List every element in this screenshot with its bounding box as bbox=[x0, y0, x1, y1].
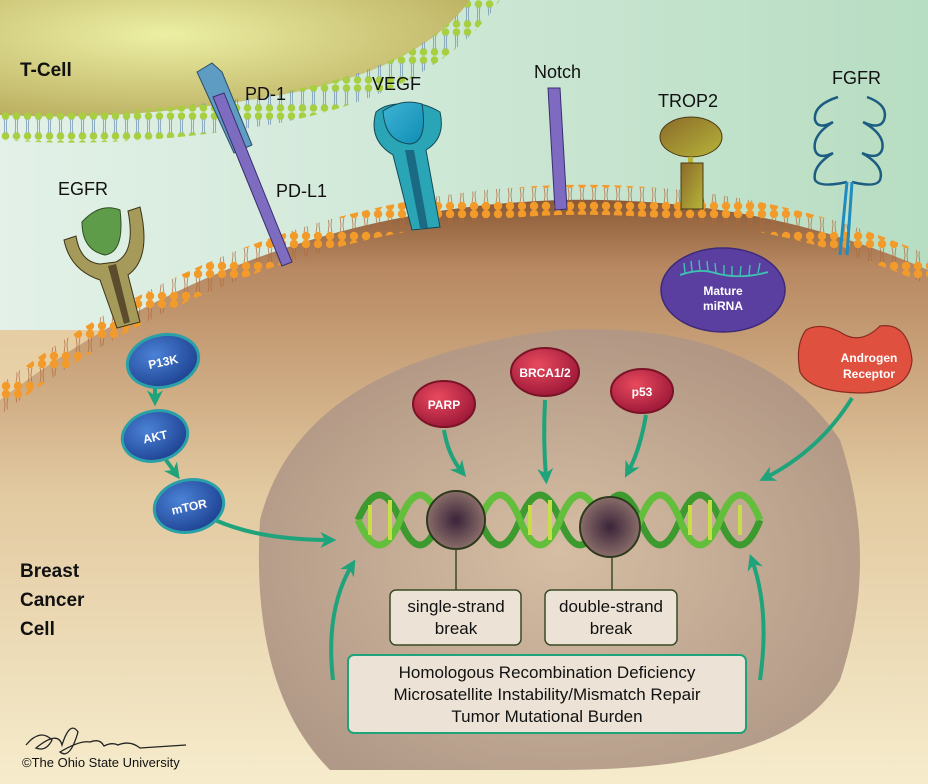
single-strand-break-marker bbox=[426, 490, 486, 550]
androgen-label-line2: Receptor bbox=[843, 367, 895, 381]
t-cell-membrane bbox=[0, 0, 500, 143]
dsb-label-line1: double-strand bbox=[559, 597, 663, 616]
double-strand-break-marker bbox=[579, 496, 641, 558]
mature-mirna: Mature miRNA bbox=[660, 247, 786, 333]
akt-label: AKT bbox=[142, 427, 170, 446]
p53-label: p53 bbox=[632, 385, 653, 399]
artist-signature bbox=[25, 727, 187, 755]
node-p53: p53 bbox=[610, 368, 674, 414]
egfr-receptor bbox=[63, 206, 145, 329]
fgfr-receptor bbox=[813, 95, 887, 256]
pathway-arrows bbox=[147, 388, 337, 548]
dna-arrows bbox=[329, 396, 854, 681]
t-cell-body bbox=[0, 0, 470, 117]
breast-cancer-cell-label-line3: Cell bbox=[20, 619, 55, 640]
node-parp: PARP bbox=[412, 380, 476, 428]
node-mtor: mTOR bbox=[152, 478, 226, 534]
parp-label: PARP bbox=[428, 398, 460, 412]
mirna-label-line2: miRNA bbox=[703, 299, 743, 313]
node-brca: BRCA1/2 bbox=[510, 347, 580, 397]
node-p13k: P13K bbox=[125, 332, 201, 390]
pd1-label: PD-1 bbox=[245, 84, 286, 104]
brca-label: BRCA1/2 bbox=[519, 366, 571, 380]
biomarker-hrd: Homologous Recombination Deficiency bbox=[399, 663, 696, 682]
vegf-label: VEGF bbox=[372, 74, 421, 94]
breast-cancer-cell-label-line1: Breast bbox=[20, 561, 80, 582]
notch-label: Notch bbox=[534, 62, 581, 82]
dsb-label-line2: break bbox=[590, 619, 633, 638]
pdl1-label: PD-L1 bbox=[276, 181, 327, 201]
trop2-receptor bbox=[659, 116, 723, 210]
ssb-label-line2: break bbox=[435, 619, 478, 638]
cancer-cell-membrane bbox=[0, 184, 928, 415]
fgfr-label: FGFR bbox=[832, 68, 881, 88]
biomarker-box: Homologous Recombination Deficiency Micr… bbox=[347, 654, 747, 734]
mirna-label-line1: Mature bbox=[703, 284, 743, 298]
notch-receptor bbox=[547, 87, 568, 211]
androgen-receptor: Androgen Receptor bbox=[797, 325, 913, 394]
androgen-label-line1: Androgen bbox=[841, 351, 898, 365]
node-akt: AKT bbox=[120, 409, 190, 463]
ssb-label-line1: single-strand bbox=[407, 597, 504, 616]
trop2-label: TROP2 bbox=[658, 91, 718, 111]
egfr-label: EGFR bbox=[58, 179, 108, 199]
t-cell-label: T-Cell bbox=[20, 60, 72, 81]
double-strand-break-box: double-strand break bbox=[544, 589, 678, 646]
copyright-text: ©The Ohio State University bbox=[22, 755, 180, 770]
dna-double-helix bbox=[354, 491, 764, 549]
biomarker-msi: Microsatellite Instability/Mismatch Repa… bbox=[393, 685, 700, 704]
biomarker-tmb: Tumor Mutational Burden bbox=[451, 707, 642, 726]
breast-cancer-cell-label-line2: Cancer bbox=[20, 590, 85, 611]
single-strand-break-box: single-strand break bbox=[389, 589, 522, 646]
p13k-label: P13K bbox=[147, 352, 180, 372]
pdl1-ligand bbox=[212, 92, 293, 267]
vegf-receptor bbox=[373, 101, 442, 231]
